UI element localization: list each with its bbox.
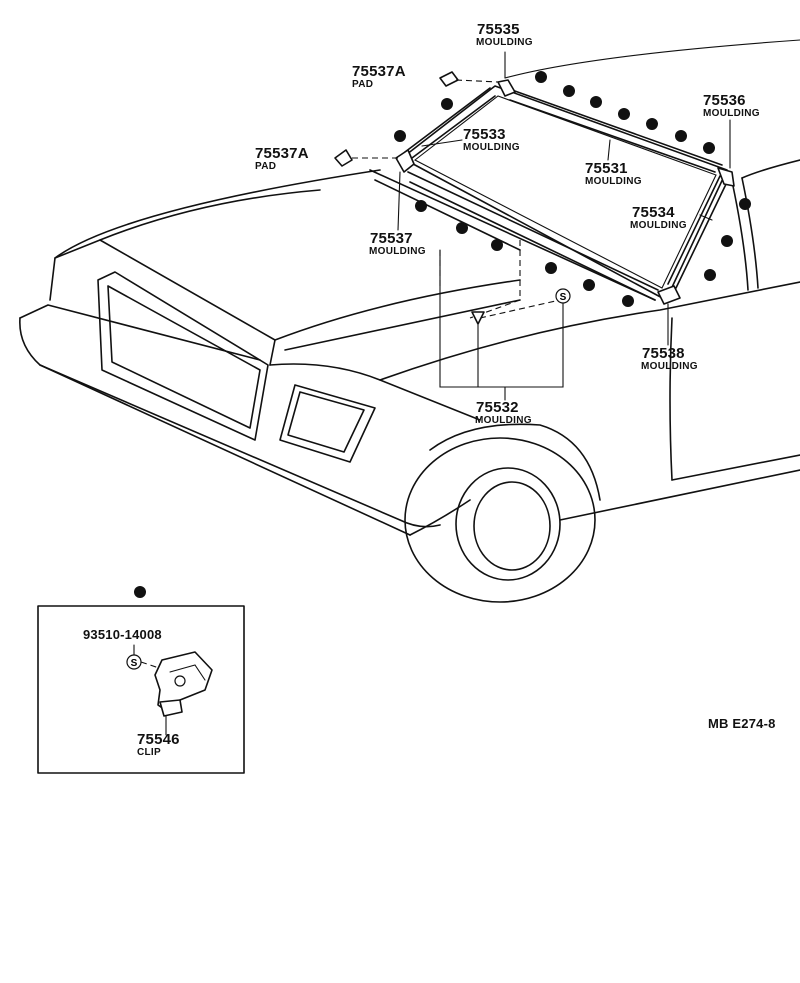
part-name-75537a-upper: PAD: [352, 79, 374, 90]
screw-symbol-text: S: [560, 292, 567, 303]
part-name-75538: MOULDING: [641, 361, 698, 372]
pad-75537a-lower: [334, 149, 353, 167]
part-name-75546: CLIP: [137, 747, 161, 758]
moulding-75535: [497, 79, 516, 97]
part-name-75537: MOULDING: [369, 246, 426, 257]
part-name-75534: MOULDING: [630, 220, 687, 231]
door-line: [669, 317, 673, 481]
moulding-75534: [675, 179, 729, 289]
part-number-75533: 75533: [463, 126, 506, 143]
part-number-75546: 75546: [137, 731, 180, 748]
part-name-75532: MOULDING: [475, 415, 532, 426]
part-name-75537a-lower: PAD: [255, 161, 277, 172]
part-number-75534: 75534: [632, 204, 675, 221]
inset-box: [37, 605, 245, 774]
diagram-reference: MB E274-8: [708, 716, 776, 731]
a-pillar: [729, 171, 749, 291]
part-number-75538: 75538: [642, 345, 685, 362]
part-number-75532: 75532: [476, 399, 519, 416]
part-number-75531: 75531: [585, 160, 628, 177]
hood: [54, 169, 381, 259]
clip-small: [471, 311, 485, 325]
part-name-75535: MOULDING: [476, 37, 533, 48]
part-number-75537a-lower: 75537A: [255, 145, 309, 162]
screw-number: 93510-14008: [83, 627, 162, 642]
grille-outer: [97, 271, 269, 441]
pad-75537a-upper: [439, 71, 459, 87]
screw-symbol-inset-text: S: [131, 658, 138, 669]
part-number-75535: 75535: [477, 21, 520, 38]
moulding-75537: [395, 149, 415, 173]
front-bumper: [19, 317, 441, 528]
moulding-75536: [717, 167, 735, 187]
part-name-75536: MOULDING: [703, 108, 760, 119]
part-number-75536: 75536: [703, 92, 746, 109]
bumper-top: [19, 304, 261, 361]
part-number-75537a-upper: 75537A: [352, 63, 406, 80]
marker-dots: [134, 71, 751, 598]
screw-symbol-main: [555, 288, 571, 304]
part-name-75531: MOULDING: [585, 176, 642, 187]
bracket-75532: [439, 249, 564, 388]
tire: [404, 437, 596, 603]
moulding-75531: [511, 89, 723, 166]
moulding-75533: [404, 87, 491, 153]
hood-edge: [49, 239, 276, 366]
part-number-75537: 75537: [370, 230, 413, 247]
part-name-75533: MOULDING: [463, 142, 520, 153]
moulding-75532: [407, 171, 659, 291]
moulding-75538: [657, 285, 681, 305]
headlight: [279, 384, 376, 463]
